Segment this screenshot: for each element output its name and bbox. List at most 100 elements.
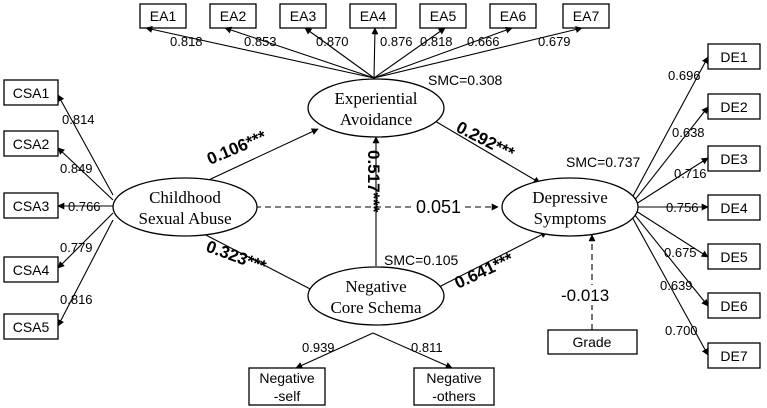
indicator-ea3-label: EA3 <box>290 8 317 24</box>
indicator-de7-label: DE7 <box>720 348 747 364</box>
indicator-ea6-label: EA6 <box>500 8 527 24</box>
coef-csa-ea: 0.106*** <box>204 127 269 169</box>
de-loading-values: 0.696 0.638 0.716 0.756 0.675 0.639 0.70… <box>660 68 707 338</box>
indicator-ea7-box <box>562 3 610 29</box>
smc-ncs: SMC=0.105 <box>384 252 459 268</box>
arrow-ds-de5 <box>635 210 709 258</box>
loading-ea5: 0.818 <box>420 34 453 49</box>
indicator-negative-self-line1: Negative <box>259 370 314 386</box>
indicator-negative-self-box <box>248 367 326 406</box>
arrow-ds-de7 <box>631 216 709 356</box>
csa-indicators: CSA1 CSA2 CSA3 CSA4 CSA5 <box>3 79 59 340</box>
loading-csa4: 0.779 <box>60 240 93 255</box>
coef-csa-ncs: 0.323*** <box>204 237 269 276</box>
indicator-de2-label: DE2 <box>720 99 747 115</box>
grade-label: Grade <box>573 334 612 350</box>
latent-ea-line2: Avoidance <box>340 110 412 129</box>
loading-de4: 0.756 <box>666 200 699 215</box>
indicator-de2-box <box>707 93 761 120</box>
path-ea-to-ds <box>434 120 541 184</box>
indicator-csa4-box <box>3 256 59 283</box>
coef-csa-ds: 0.051 <box>416 197 461 217</box>
latent-csa-line1: Childhood <box>149 188 221 207</box>
indicator-negative-others-line1: Negative <box>426 370 481 386</box>
indicator-ea7-label: EA7 <box>573 8 600 24</box>
indicator-csa2-box <box>3 130 59 157</box>
smc-ds: SMC=0.737 <box>566 154 641 170</box>
loading-negative-self: 0.939 <box>302 340 335 355</box>
indicator-de1-label: DE1 <box>720 49 747 65</box>
loading-de5: 0.675 <box>664 245 697 260</box>
arrow-ea-ea1 <box>145 25 375 79</box>
latent-csa-ellipse <box>112 177 258 237</box>
latent-ncs-line2: Core Schema <box>330 298 422 317</box>
latent-depressive-symptoms: Depressive Symptoms <box>501 177 639 237</box>
latent-ea-line1: Experiential <box>334 89 417 108</box>
arrow-ds-de3 <box>635 157 709 205</box>
indicator-de4-label: DE4 <box>720 200 747 216</box>
loading-csa5: 0.816 <box>60 292 93 307</box>
grade-box <box>547 329 638 355</box>
latent-negative-core-schema: Negative Core Schema <box>307 266 445 326</box>
indicator-ea6-box <box>489 3 537 29</box>
arrow-csa-csa4 <box>57 212 114 269</box>
latent-csa-line2: Sexual Abuse <box>138 209 231 228</box>
path-csa-to-ea <box>199 128 319 185</box>
latent-ea-ellipse <box>307 78 445 138</box>
loading-de3: 0.716 <box>674 166 707 181</box>
indicator-de3-box <box>707 145 761 172</box>
indicator-csa2-label: CSA2 <box>13 136 50 152</box>
coef-grade-ds-bg <box>558 285 610 305</box>
loading-de2: 0.638 <box>672 125 705 140</box>
path-csa-to-ncs <box>199 231 317 293</box>
de-loading-arrows <box>631 56 709 356</box>
loading-ea7: 0.679 <box>538 34 571 49</box>
latent-ds-line1: Depressive <box>532 188 608 207</box>
loading-ea1: 0.818 <box>170 34 203 49</box>
coef-ncs-ea: 0.517*** <box>364 150 383 213</box>
arrow-ds-de2 <box>633 106 709 202</box>
indicator-negative-self-line2: -self <box>274 388 301 404</box>
arrow-ncs-negative-others <box>372 332 453 369</box>
arrow-ea-ea2 <box>224 26 375 79</box>
indicator-ea2-label: EA2 <box>220 8 247 24</box>
indicator-csa4-label: CSA4 <box>13 262 50 278</box>
grade-covariate: Grade <box>547 329 638 355</box>
arrow-ea-ea6 <box>373 26 513 79</box>
indicator-de3-label: DE3 <box>720 151 747 167</box>
loading-de7: 0.700 <box>665 323 698 338</box>
coef-ea-ds: 0.292*** <box>453 118 518 163</box>
indicator-csa5-label: CSA5 <box>13 319 50 335</box>
indicator-ea4-box <box>349 3 397 29</box>
latent-ds-line2: Symptoms <box>534 209 607 228</box>
arrow-csa-csa1 <box>57 94 114 196</box>
indicator-de4-box <box>707 194 761 221</box>
ea-loading-arrows <box>145 25 583 79</box>
loading-de1: 0.696 <box>668 68 701 83</box>
coef-csa-ds-bg <box>412 198 462 216</box>
loading-ea2: 0.853 <box>244 34 277 49</box>
indicator-ea1-label: EA1 <box>150 8 177 24</box>
indicator-de6-label: DE6 <box>720 298 747 314</box>
csa-loading-values: 0.814 0.849 0.766 0.779 0.816 <box>60 112 101 307</box>
loading-csa1: 0.814 <box>62 112 95 127</box>
arrow-ea-ea7 <box>373 26 583 79</box>
indicator-ea1-box <box>139 3 187 29</box>
arrow-ds-de6 <box>633 213 709 307</box>
ncs-indicators: 0.939 0.811 Negative -self Negative -oth… <box>248 332 495 406</box>
indicator-de5-box <box>707 243 761 270</box>
indicator-ea2-box <box>209 3 257 29</box>
arrow-csa-csa5 <box>57 219 114 327</box>
indicator-csa3-label: CSA3 <box>13 198 50 214</box>
smc-ea: SMC=0.308 <box>428 72 503 88</box>
latent-ncs-line1: Negative <box>345 277 406 296</box>
de-indicators: DE1 DE2 DE3 DE4 DE5 DE6 DE7 <box>707 43 761 369</box>
loading-ea3: 0.870 <box>316 34 349 49</box>
indicator-csa1-box <box>3 79 59 106</box>
arrow-csa-csa2 <box>57 147 114 201</box>
indicator-csa1-label: CSA1 <box>13 85 50 101</box>
indicator-ea4-label: EA4 <box>360 8 387 24</box>
indicator-de6-box <box>707 292 761 319</box>
arrow-ea-ea4 <box>371 27 379 79</box>
